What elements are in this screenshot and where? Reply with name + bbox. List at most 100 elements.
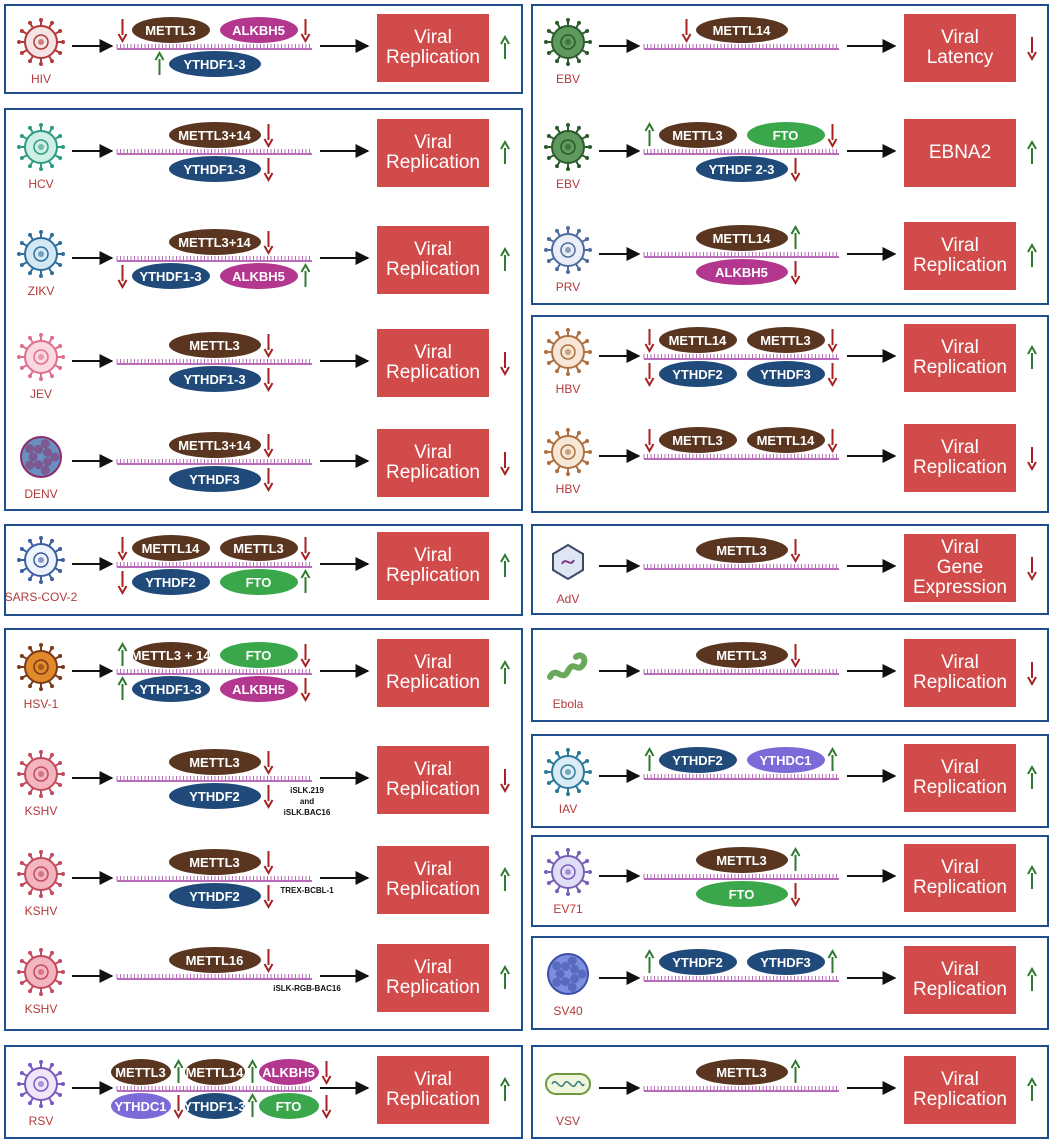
enzyme-writer: METTL3 <box>131 17 210 43</box>
regulation-down-arrow <box>263 851 274 876</box>
enzyme-reader: YTHDF1-3 <box>131 263 210 289</box>
virus-label: AdV <box>556 592 580 606</box>
rna-strand <box>116 776 312 782</box>
virus-label: HSV-1 <box>23 697 59 711</box>
ev71-virus-icon <box>544 848 592 896</box>
enzyme-writer: METTL3+14 <box>168 122 261 148</box>
enzyme-reader: YTHDF1-3 <box>168 51 261 77</box>
cell-line-note: iSLK.219 and iSLK.BAC16 <box>283 786 331 817</box>
outcome-down-arrow <box>1027 447 1037 472</box>
regulation-down-arrow <box>827 124 838 149</box>
rna-strand <box>116 359 312 365</box>
enzyme-fto: FTO <box>219 642 298 668</box>
outcome-up-arrow <box>1027 242 1037 267</box>
regulation-up-arrow <box>173 1058 184 1083</box>
virus-label: RSV <box>28 1114 54 1128</box>
sars-cov-2-virus-icon <box>17 536 65 584</box>
outcome-down-arrow <box>500 452 510 477</box>
enzyme-writer: METTL3+14 <box>168 229 261 255</box>
regulation-down-arrow <box>263 434 274 459</box>
regulation-down-arrow <box>117 265 128 290</box>
regulation-down-arrow <box>790 883 801 908</box>
regulation-down-arrow <box>644 329 655 354</box>
outcome-down-arrow <box>1027 37 1037 62</box>
virus-label: HBV <box>555 482 581 496</box>
virus-label: DENV <box>24 487 58 501</box>
enzyme-writer: METTL3 <box>695 537 788 563</box>
enzyme-reader: YTHDF3 <box>746 361 825 387</box>
outcome-box: EBNA2 <box>904 119 1016 187</box>
regulation-down-arrow <box>263 949 274 974</box>
regulation-down-arrow <box>263 231 274 256</box>
hsv-1-virus-icon <box>17 643 65 691</box>
zikv-virus-icon <box>17 230 65 278</box>
outcome-box: Viral Replication <box>904 946 1016 1014</box>
cell-line-note: TREX-BCBL-1 <box>280 886 334 895</box>
regulation-down-arrow <box>173 1095 184 1120</box>
regulation-up-arrow <box>247 1092 258 1117</box>
regulation-down-arrow <box>263 368 274 393</box>
enzyme-writer: METTL14 <box>131 535 210 561</box>
outcome-box: Viral Gene Expression <box>904 534 1016 602</box>
enzyme-fto: FTO <box>258 1093 319 1119</box>
enzyme-reader: YTHDF2 <box>658 361 737 387</box>
virus-label: ZIKV <box>27 284 55 298</box>
enzyme-reader: YTHDF1-3 <box>168 366 261 392</box>
prv-virus-icon <box>544 226 592 274</box>
outcome-up-arrow <box>500 964 510 989</box>
regulation-up-arrow <box>117 641 128 666</box>
virus-label: KSHV <box>24 804 58 818</box>
rna-strand <box>643 252 839 258</box>
outcome-box: Viral Replication <box>377 746 489 814</box>
outcome-box: Viral Replication <box>377 329 489 397</box>
rna-strand <box>116 562 312 568</box>
enzyme-writer: METTL3 <box>110 1059 171 1085</box>
enzyme-writer: METTL3+14 <box>168 432 261 458</box>
enzyme-writer: METTL14 <box>746 427 825 453</box>
regulation-down-arrow <box>790 261 801 286</box>
outcome-box: Viral Replication <box>377 846 489 914</box>
enzyme-writer: METTL3 <box>168 749 261 775</box>
virus-label: EV71 <box>553 902 583 916</box>
virus-label: JEV <box>29 387 52 401</box>
hcv-virus-icon <box>17 123 65 171</box>
rna-strand <box>643 454 839 460</box>
outcome-box: Viral Replication <box>377 532 489 600</box>
rna-strand <box>643 976 839 982</box>
regulation-down-arrow <box>263 334 274 359</box>
regulation-up-arrow <box>790 224 801 249</box>
kshv-virus-icon <box>17 948 65 996</box>
virus-label: IAV <box>558 802 578 816</box>
rna-strand <box>116 1086 312 1092</box>
adv-virus-icon <box>552 543 584 581</box>
regulation-up-arrow <box>117 675 128 700</box>
enzyme-writer: METTL3 <box>658 427 737 453</box>
regulation-down-arrow <box>117 537 128 562</box>
enzyme-alkbh5: ALKBH5 <box>219 676 298 702</box>
regulation-up-arrow <box>790 1058 801 1083</box>
outcome-box: Viral Replication <box>377 944 489 1012</box>
enzyme-alkbh5: ALKBH5 <box>695 259 788 285</box>
regulation-up-arrow <box>154 50 165 75</box>
regulation-down-arrow <box>790 539 801 564</box>
outcome-box: Viral Replication <box>904 424 1016 492</box>
virus-label: HCV <box>28 177 54 191</box>
outcome-box: Viral Replication <box>377 119 489 187</box>
regulation-down-arrow <box>263 785 274 810</box>
outcome-up-arrow <box>1027 764 1037 789</box>
outcome-box: Viral Replication <box>377 429 489 497</box>
outcome-up-arrow <box>1027 1076 1037 1101</box>
ebola-virus-icon <box>547 652 588 680</box>
outcome-down-arrow <box>1027 557 1037 582</box>
rsv-virus-icon <box>17 1060 65 1108</box>
regulation-up-arrow <box>644 746 655 771</box>
rna-strand <box>643 874 839 880</box>
enzyme-writer: METTL14 <box>658 327 737 353</box>
rna-strand <box>116 669 312 675</box>
enzyme-writer: METTL3 <box>746 327 825 353</box>
outcome-up-arrow <box>500 866 510 891</box>
outcome-up-arrow <box>1027 966 1037 991</box>
regulation-down-arrow <box>263 751 274 776</box>
regulation-up-arrow <box>247 1058 258 1083</box>
